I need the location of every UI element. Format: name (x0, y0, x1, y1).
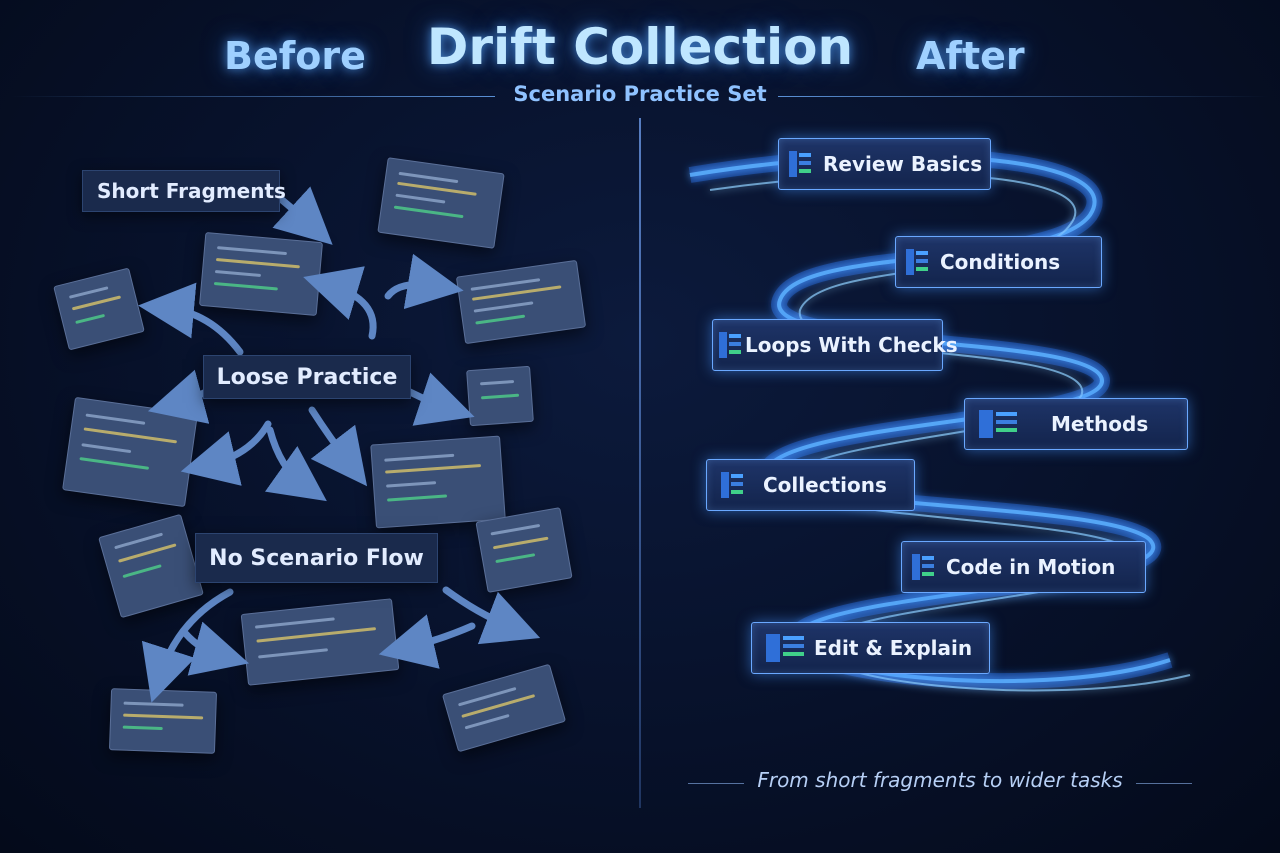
arrow (272, 186, 333, 245)
arrow (303, 266, 377, 340)
step-collections: Collections (706, 459, 915, 511)
step-edit-explain: Edit & Explain (751, 622, 990, 674)
page-subtitle: Scenario Practice Set (513, 82, 767, 106)
step-label: Loops With Checks (745, 333, 958, 357)
after-heading: After (916, 34, 1025, 78)
arrow (406, 372, 475, 426)
arrow (384, 253, 464, 310)
step-conditions: Conditions (895, 236, 1102, 288)
arrow (141, 588, 234, 703)
step-label: Conditions (940, 250, 1061, 274)
center-divider (639, 118, 641, 808)
footer-rule-left (688, 783, 744, 784)
label-short-fragments: Short Fragments (82, 170, 286, 212)
doc-icon (789, 151, 811, 177)
arrow (308, 406, 368, 487)
step-label: Methods (1051, 412, 1149, 436)
arrow (442, 586, 541, 645)
arrow (264, 426, 327, 502)
page-title: Drift Collection (426, 18, 854, 76)
step-code-in-motion: Code in Motion (901, 541, 1146, 593)
step-review-basics: Review Basics (778, 138, 991, 190)
header-rule-left (10, 96, 495, 97)
step-loops-with-checks: Loops With Checks (712, 319, 958, 371)
step-label: Code in Motion (946, 555, 1116, 579)
arrow (182, 621, 250, 676)
footer-caption: From short fragments to wider tasks (757, 768, 1123, 792)
label-no-scenario-flow: No Scenario Flow (195, 533, 438, 583)
arrow (180, 420, 272, 486)
label-loose-practice: Loose Practice (203, 355, 411, 399)
doc-icon (719, 332, 741, 358)
arrow (378, 614, 476, 669)
before-heading: Before (224, 34, 366, 78)
doc-icon (912, 554, 934, 580)
step-label: Edit & Explain (814, 636, 973, 660)
arrow (138, 282, 244, 356)
step-label: Review Basics (823, 152, 983, 176)
step-methods: Methods (964, 398, 1188, 450)
header-rule-right (778, 96, 1270, 97)
doc-icon (906, 249, 928, 275)
doc-icon (721, 472, 743, 498)
doc-icon (979, 410, 1017, 438)
footer-rule-right (1136, 783, 1192, 784)
scatter-arrows (138, 186, 541, 703)
step-label: Collections (763, 473, 887, 497)
doc-icon (766, 634, 804, 662)
